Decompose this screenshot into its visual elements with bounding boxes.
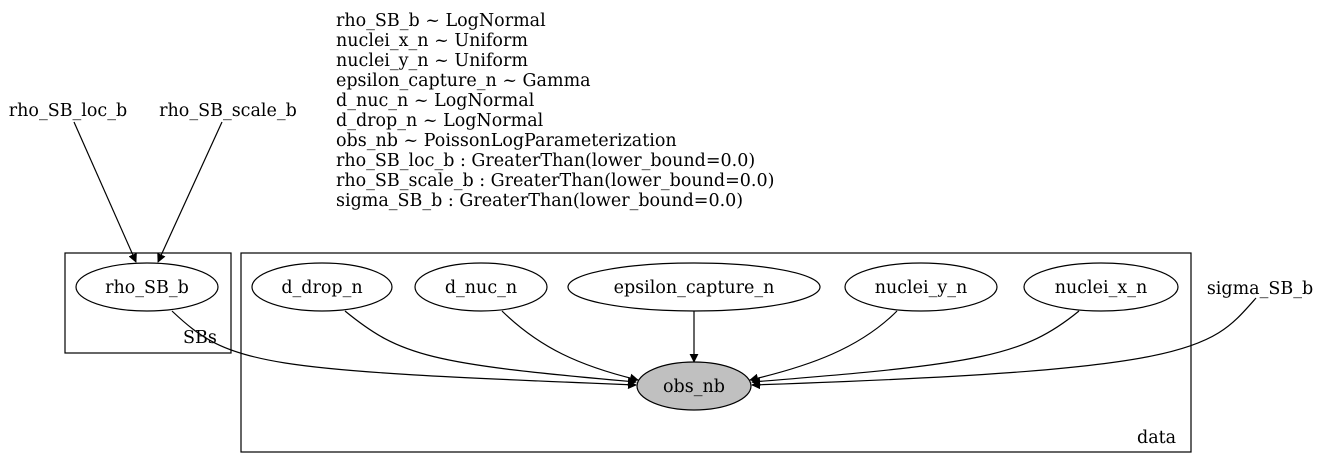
node-d_nuc_n: d_nuc_n bbox=[414, 262, 548, 312]
node-label: nuclei_x_n bbox=[1055, 278, 1148, 298]
edge-d_drop_n-to-obs_nb bbox=[344, 310, 637, 386]
edge-rho_SB_scale_b-to-rho_SB_b bbox=[157, 121, 223, 263]
plate-data-label: data bbox=[1137, 428, 1176, 448]
node-d_drop_n: d_drop_n bbox=[251, 262, 393, 312]
edge-rho_SB_loc_b-to-rho_SB_b bbox=[73, 121, 137, 263]
edge-rho_SB_b-to-obs_nb bbox=[171, 310, 637, 390]
node-obs_nb: obs_nb bbox=[636, 361, 752, 411]
node-label: d_drop_n bbox=[281, 278, 362, 298]
legend-line: rho_SB_loc_b : GreaterThan(lower_bound=0… bbox=[336, 151, 755, 171]
legend-line: d_nuc_n ~ LogNormal bbox=[336, 91, 535, 111]
edge-sigma_SB_b-to-obs_nb bbox=[751, 297, 1257, 390]
node-rho_SB_b: rho_SB_b bbox=[75, 262, 219, 312]
plate-data bbox=[240, 252, 1192, 453]
node-label: rho_SB_b bbox=[105, 278, 189, 298]
node-rho_SB_loc_b: rho_SB_loc_b bbox=[9, 101, 127, 121]
legend-line: epsilon_capture_n ~ Gamma bbox=[336, 71, 591, 91]
plate-sbs-label: SBs bbox=[183, 328, 217, 348]
distribution-legend: rho_SB_b ~ LogNormal nuclei_x_n ~ Unifor… bbox=[336, 11, 774, 211]
legend-line: rho_SB_b ~ LogNormal bbox=[336, 11, 546, 31]
edge-d_nuc_n-to-obs_nb bbox=[501, 310, 639, 383]
node-nuclei_y_n: nuclei_y_n bbox=[844, 262, 998, 312]
node-label: d_nuc_n bbox=[445, 278, 517, 298]
node-label: nuclei_y_n bbox=[875, 278, 968, 298]
node-epsilon_capture_n: epsilon_capture_n bbox=[567, 262, 821, 312]
plate-sbs bbox=[64, 252, 232, 354]
edge-nuclei_x_n-to-obs_nb bbox=[751, 310, 1080, 386]
legend-line: nuclei_x_n ~ Uniform bbox=[336, 31, 528, 51]
node-rho_SB_scale_b: rho_SB_scale_b bbox=[159, 101, 297, 121]
legend-line: nuclei_y_n ~ Uniform bbox=[336, 51, 528, 71]
node-label: obs_nb bbox=[663, 377, 725, 397]
node-sigma_SB_b: sigma_SB_b bbox=[1207, 279, 1313, 299]
legend-line: rho_SB_scale_b : GreaterThan(lower_bound… bbox=[336, 171, 774, 191]
edge-nuclei_y_n-to-obs_nb bbox=[749, 310, 898, 383]
legend-line: obs_nb ~ PoissonLogParameterization bbox=[336, 131, 677, 151]
legend-line: d_drop_n ~ LogNormal bbox=[336, 111, 544, 131]
node-label: epsilon_capture_n bbox=[614, 278, 775, 298]
legend-line: sigma_SB_b : GreaterThan(lower_bound=0.0… bbox=[336, 191, 743, 211]
node-nuclei_x_n: nuclei_x_n bbox=[1023, 262, 1179, 312]
